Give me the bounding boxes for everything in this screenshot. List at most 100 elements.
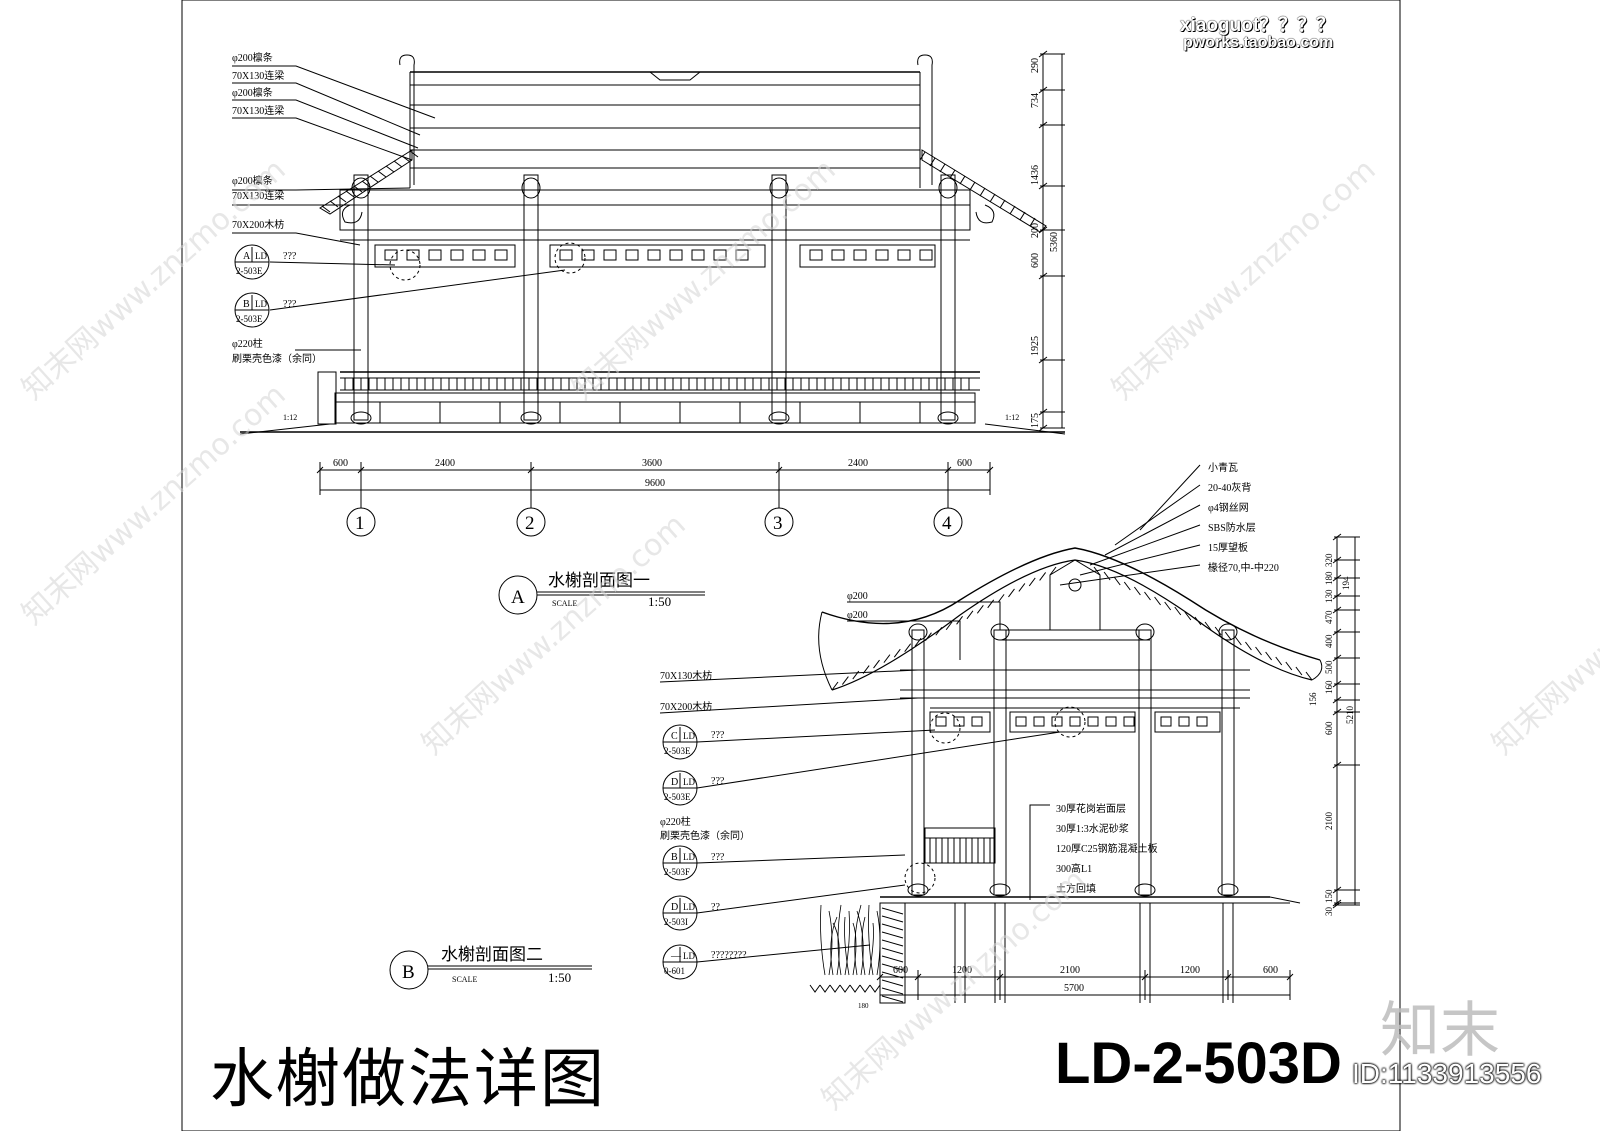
linework	[883, 654, 891, 663]
linework	[881, 923, 904, 931]
linework	[876, 973, 884, 981]
linework	[1194, 616, 1202, 626]
linework	[1018, 583, 1026, 592]
linework	[337, 195, 347, 203]
lattice	[1009, 711, 1136, 733]
floor-layer-3: 300高L1	[1056, 862, 1092, 875]
svg-text:LD: LD	[255, 299, 267, 309]
linework	[1154, 596, 1161, 606]
svg-text:LD: LD	[683, 902, 695, 912]
section-a-title: A 水榭剖面图一 SCALE 1:50	[498, 571, 705, 615]
lattice	[809, 249, 823, 261]
linework	[1275, 656, 1283, 666]
linework	[939, 163, 946, 173]
section-b-scale: 1:50	[548, 970, 571, 985]
roof-layer-2: φ4钢丝网	[1208, 501, 1249, 514]
shop-url: pworks.taobao.com	[1183, 34, 1334, 51]
plant	[820, 904, 826, 976]
hdim-a-total: 9600	[645, 478, 665, 489]
section-a-scale-label: SCALE	[552, 599, 577, 608]
slope-left: 1:12	[283, 413, 297, 422]
linework	[329, 200, 339, 208]
detail-mark	[929, 712, 961, 744]
svg-text:LD: LD	[255, 251, 267, 261]
linework	[1265, 651, 1273, 661]
linework	[831, 681, 839, 691]
linework	[881, 931, 904, 939]
linework	[1224, 973, 1232, 981]
linework	[989, 193, 996, 203]
plant	[856, 910, 864, 976]
linework	[1103, 571, 1111, 581]
lattice	[897, 249, 911, 261]
linework	[1286, 973, 1294, 981]
plant	[852, 922, 857, 976]
svg-text:—: —	[670, 951, 682, 962]
svg-text:150: 150	[1324, 889, 1334, 903]
leader	[1104, 504, 1201, 556]
plant	[844, 910, 850, 976]
hdim-a-3: 2400	[848, 458, 868, 469]
linework	[357, 466, 365, 474]
roof-layer-3: SBS防水层	[1208, 521, 1256, 534]
linework	[849, 984, 861, 993]
linework	[809, 984, 821, 993]
svg-text:2100: 2100	[1324, 812, 1334, 831]
leader	[269, 269, 566, 311]
column-cap	[769, 177, 789, 199]
section-b-title-text: 水榭剖面图二	[441, 945, 543, 964]
floor-layer-2: 120厚C25钢筋混凝土板	[1056, 842, 1158, 855]
linework	[859, 984, 871, 993]
linework	[1141, 973, 1149, 981]
linework	[881, 939, 904, 947]
section-b-cross-section	[659, 464, 1360, 1004]
svg-text:D: D	[671, 777, 678, 788]
section-b-labels: φ200 φ200 70X130木枋 70X200木枋 φ220柱 刷栗壳色漆（…	[660, 591, 868, 842]
leader	[232, 117, 413, 161]
hdim-a-2: 3600	[642, 458, 662, 469]
linework	[949, 169, 956, 179]
lattice	[735, 249, 749, 261]
vdim-a-6: 175	[1030, 413, 1041, 428]
column-cap	[521, 177, 541, 199]
leader	[1079, 544, 1201, 576]
linework	[966, 610, 974, 620]
linework	[1164, 601, 1172, 611]
detail-callout-d: D LD 2-503E ???	[662, 770, 725, 806]
section-a-callouts: A LD 2-503E ??? B LD 2-503E ???	[234, 244, 297, 328]
lattice	[384, 249, 398, 261]
label-b-paint: 刷栗壳色漆（余同）	[660, 829, 750, 842]
linework	[881, 947, 904, 955]
svg-text:???: ???	[283, 299, 297, 310]
svg-text:LD: LD	[683, 951, 695, 961]
linework	[869, 984, 881, 993]
leader	[232, 65, 436, 119]
leader	[1114, 484, 1201, 546]
label-b-purlin-2: φ200	[847, 610, 868, 621]
linework	[987, 599, 995, 609]
plant	[861, 916, 866, 976]
column-cap	[1135, 623, 1155, 641]
linework	[904, 643, 912, 652]
linework	[409, 150, 419, 158]
roof-layer-0: 小青瓦	[1208, 461, 1238, 474]
lattice	[875, 249, 889, 261]
leader	[232, 232, 361, 246]
lattice	[549, 244, 766, 268]
footing-dim: 180	[858, 1002, 869, 1010]
floor-layer-0: 30厚花岗岩面层	[1056, 802, 1126, 815]
slope-right: 1:12	[1005, 413, 1019, 422]
section-b-floor-layers: 30厚花岗岩面层 30厚1:3水泥砂浆 120厚C25钢筋混凝土板 300高L1…	[1056, 802, 1158, 895]
linework	[321, 205, 331, 213]
svg-text:2-503E: 2-503E	[664, 792, 691, 802]
svg-text:???: ???	[283, 251, 297, 262]
brand-logo: 知末	[1380, 996, 1500, 1066]
column-base	[768, 411, 790, 425]
linework	[1133, 586, 1141, 596]
linework	[1245, 641, 1252, 651]
linework	[986, 466, 994, 474]
leader	[696, 944, 871, 963]
linework	[1224, 631, 1232, 641]
linework	[1049, 566, 1057, 576]
svg-text:B: B	[243, 299, 250, 310]
